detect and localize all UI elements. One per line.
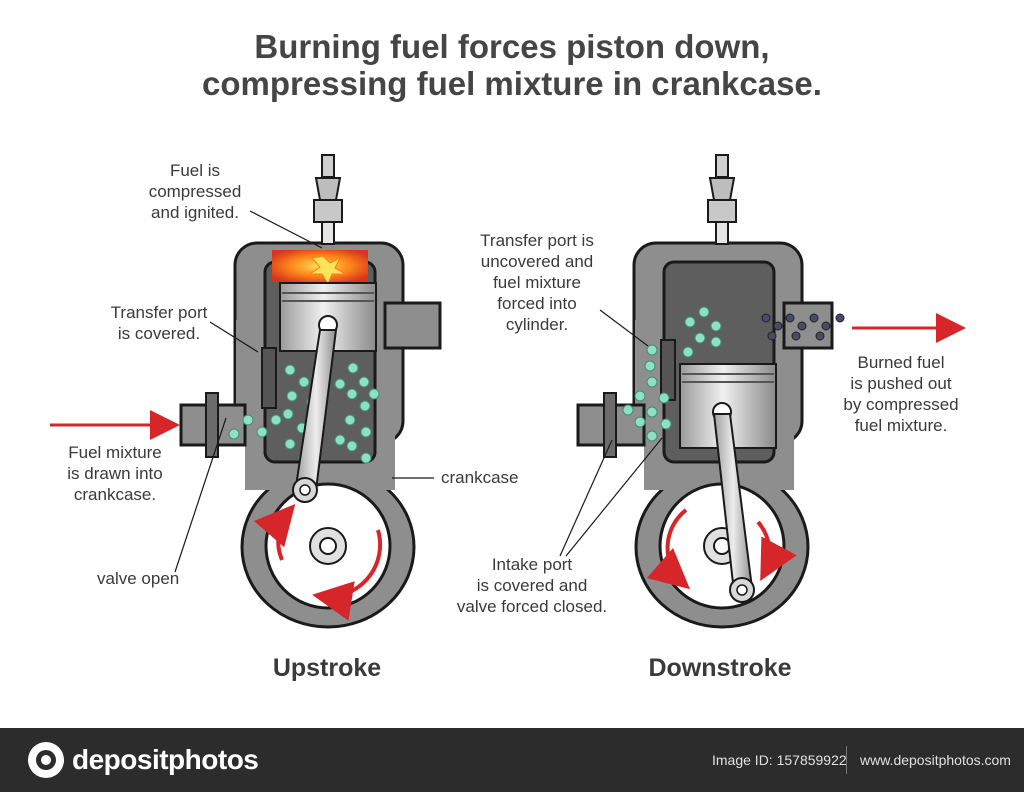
downstroke-rotation-arrow-left xyxy=(646,508,691,590)
downstroke-transfer-port xyxy=(660,339,676,401)
upstroke-leader-lines xyxy=(174,210,434,573)
label-crankcase: crankcase xyxy=(441,468,519,487)
upstroke-rotation-arrow-right xyxy=(312,529,383,621)
upstroke-engine xyxy=(50,154,442,629)
footer-bar: depositphotos Image ID: 157859922 www.de… xyxy=(0,728,1024,792)
brand[interactable]: depositphotos xyxy=(28,740,259,780)
diagram-title: Burning fuel forces piston down, compres… xyxy=(0,28,1024,102)
label-burned-fuel: Burned fuel is pushed out by compressed … xyxy=(843,353,959,435)
upstroke-transfer-port xyxy=(261,347,277,409)
upstroke-connecting-rod xyxy=(292,329,338,503)
label-transfer-covered: Transfer port is covered. xyxy=(110,303,208,343)
upstroke-spark-plug xyxy=(313,154,343,245)
caption-downstroke: Downstroke xyxy=(648,654,792,682)
downstroke-connecting-rod xyxy=(712,413,755,603)
footer-divider xyxy=(846,746,847,774)
upstroke-rotation-arrow-left xyxy=(253,503,296,561)
website-link[interactable]: www.depositphotos.com xyxy=(860,752,1011,768)
downstroke-leader-lines xyxy=(559,309,663,557)
downstroke-spark-plug xyxy=(707,154,737,245)
downstroke-burned-fuel xyxy=(761,313,845,341)
downstroke-rotation-arrow-right xyxy=(756,520,797,582)
image-id: Image ID: 157859922 xyxy=(712,752,847,768)
label-fuel-compressed: Fuel is compressed and ignited. xyxy=(148,161,242,222)
two-stroke-engine-diagram xyxy=(50,154,966,629)
caption-upstroke: Upstroke xyxy=(272,654,382,682)
camera-aperture-logo-icon xyxy=(28,742,64,778)
label-transfer-uncovered: Transfer port is uncovered and fuel mixt… xyxy=(480,231,594,334)
spark-burst-icon xyxy=(308,255,347,286)
title-line-2: compressing fuel mixture in crankcase. xyxy=(202,65,822,102)
label-fuel-drawn: Fuel mixture is drawn into crankcase. xyxy=(67,443,163,504)
brand-name: depositphotos xyxy=(72,744,259,775)
label-intake-covered: Intake port is covered and valve forced … xyxy=(456,555,608,616)
upstroke-fuel-mixture xyxy=(228,362,380,464)
title-line-1: Burning fuel forces piston down, xyxy=(254,28,770,65)
downstroke-engine xyxy=(559,154,966,629)
downstroke-fuel-mixture xyxy=(622,306,722,442)
label-valve-open: valve open xyxy=(97,569,180,588)
